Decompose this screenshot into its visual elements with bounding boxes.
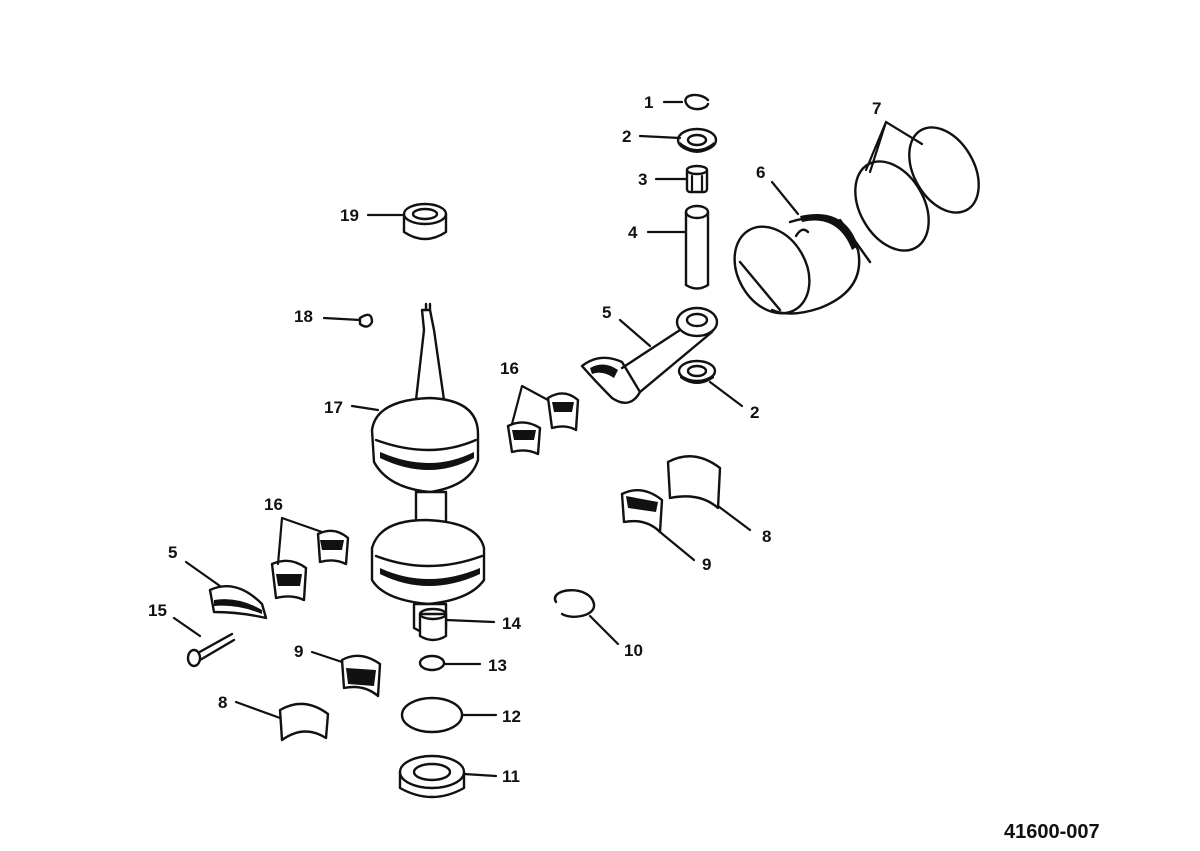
part-19-upper-bearing: [402, 202, 448, 241]
part-15-rod-bolt: [186, 632, 236, 668]
callout-8-upper: 8: [762, 527, 771, 546]
callout-1: 1: [644, 93, 653, 112]
part-11-oil-seal: [398, 754, 466, 799]
callout-14: 14: [502, 614, 521, 633]
part-1-retaining-clip: [684, 93, 710, 111]
part-8-bearing-race-lower: [278, 702, 330, 742]
part-6-piston: [733, 214, 872, 315]
callout-18: 18: [294, 307, 313, 326]
callout-10: 10: [624, 641, 643, 660]
callout-2-lower: 2: [750, 403, 759, 422]
part-12-large-o-ring: [400, 696, 464, 734]
callout-2-upper: 2: [622, 127, 631, 146]
callout-4: 4: [628, 223, 638, 242]
callout-8-lower: 8: [218, 693, 227, 712]
callout-12: 12: [502, 707, 521, 726]
figure-id: 41600-007: [1004, 821, 1100, 843]
callout-9-lower: 9: [294, 642, 303, 661]
callout-7: 7: [872, 99, 881, 118]
part-5-rod-cap: [208, 585, 268, 620]
callout-17: 17: [324, 398, 343, 417]
part-9-bearing-cage-upper: [620, 488, 664, 534]
part-8-bearing-race-upper: [666, 455, 722, 510]
part-18-key: [358, 313, 374, 328]
callout-9-upper: 9: [702, 555, 711, 574]
part-13-o-ring: [418, 654, 446, 672]
part-9-bearing-cage-lower: [340, 654, 382, 698]
callout-16-lower: 16: [264, 495, 283, 514]
callout-19: 19: [340, 206, 359, 225]
callout-5-upper: 5: [602, 303, 611, 322]
callout-6: 6: [756, 163, 765, 182]
part-17-crankshaft: [370, 302, 486, 635]
part-10-retaining-ring: [553, 589, 596, 618]
part-3-needle-bearing: [685, 164, 709, 194]
part-4-piston-pin: [684, 204, 710, 290]
part-2-thrust-washer-lower: [677, 359, 717, 384]
part-14-lower-bearing: [418, 607, 448, 642]
part-16-needle-rollers-upper: [506, 392, 580, 456]
callout-11: 11: [502, 767, 520, 786]
callout-5-lower: 5: [168, 543, 177, 562]
callout-15: 15: [148, 601, 167, 620]
callout-labels: 1 2 3 4 5 2 6 7 19 18 17 16 16 8 9 5 15 …: [148, 93, 881, 786]
callout-16-upper: 16: [500, 359, 519, 378]
part-5-connecting-rod: [580, 306, 719, 404]
callout-13: 13: [488, 656, 507, 675]
callout-3: 3: [638, 170, 647, 189]
part-2-thrust-washer-upper: [676, 127, 718, 153]
part-7-piston-rings: [854, 126, 980, 252]
part-16-needle-rollers-lower: [270, 529, 350, 602]
leader-lines: [172, 100, 924, 778]
